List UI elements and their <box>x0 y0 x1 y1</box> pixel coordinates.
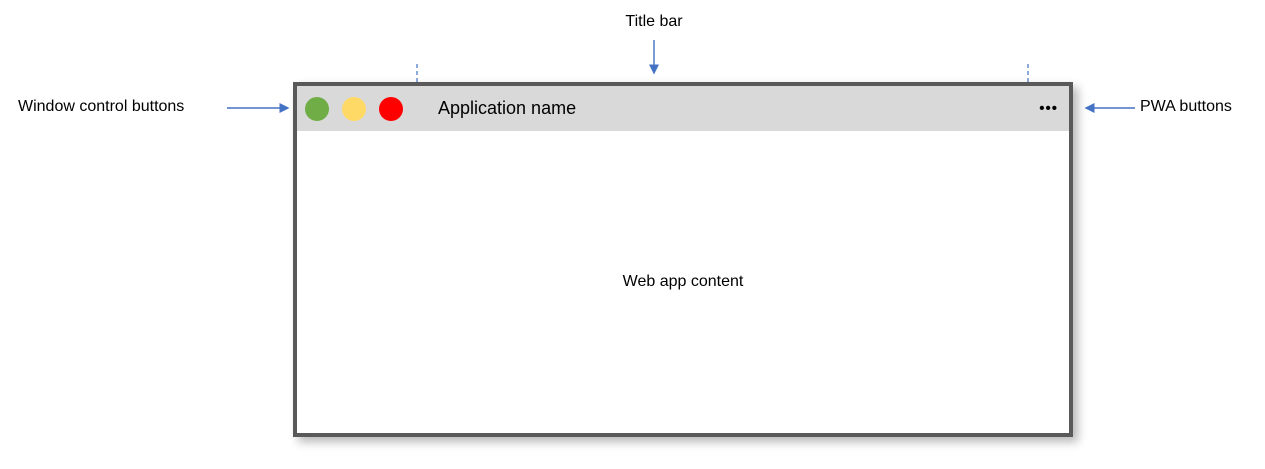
title-bar-label: Title bar <box>625 13 683 30</box>
app-window: Application name ••• Web app content <box>293 82 1073 437</box>
ellipsis-icon[interactable]: ••• <box>1039 100 1058 117</box>
window-control-green-icon[interactable] <box>305 96 329 121</box>
window-control-yellow-icon[interactable] <box>342 96 366 121</box>
window-control-red-icon[interactable] <box>379 96 403 121</box>
window-control-buttons-label: Window control buttons <box>18 98 185 115</box>
title-bar[interactable]: Application name ••• <box>297 86 1069 131</box>
web-app-content-area: Web app content <box>297 131 1069 433</box>
web-app-content-label: Web app content <box>622 273 744 290</box>
pwa-buttons-label: PWA buttons <box>1140 98 1232 115</box>
application-name: Application name <box>438 98 577 118</box>
